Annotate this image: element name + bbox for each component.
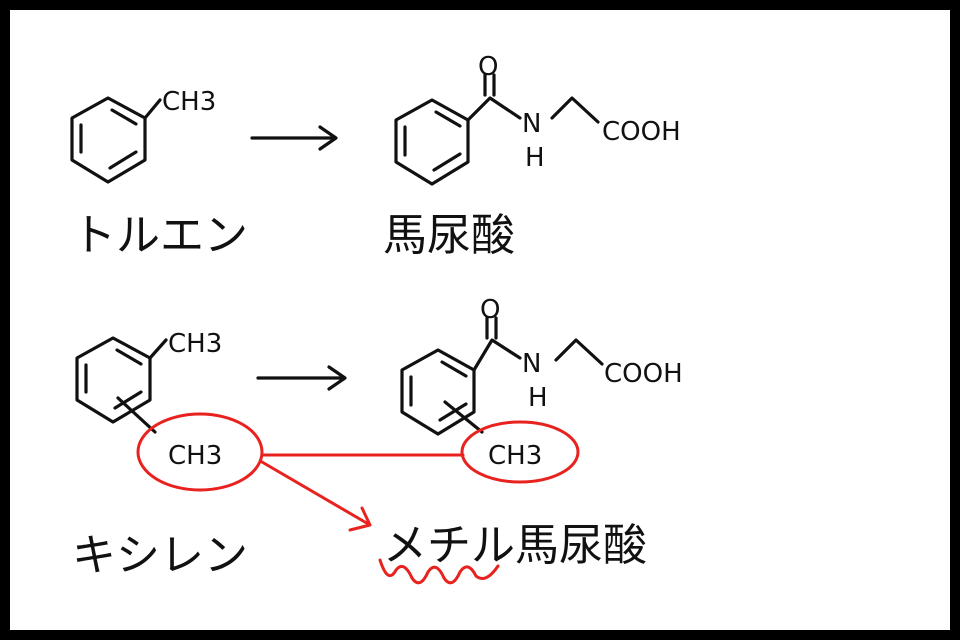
- extra-methyl-label: CH3: [168, 441, 222, 471]
- name-suffix: 馬尿酸: [515, 520, 647, 571]
- nitrogen-label: N: [522, 109, 541, 139]
- ring-double-bonds: [79, 108, 138, 170]
- xylene-structure: CH3 CH3 キシレン: [72, 329, 264, 581]
- highlight-circle: [136, 412, 264, 492]
- amide-bonds: [466, 73, 522, 122]
- variable-methyl-bond: [443, 400, 484, 434]
- cooh-label: COOH: [602, 117, 681, 147]
- paper: [10, 10, 950, 630]
- toluene-structure: CH3 トルエン: [70, 87, 248, 261]
- extra-methyl-label: CH3: [488, 441, 542, 471]
- xylene-name: キシレン: [72, 530, 248, 581]
- toluene-name: トルエン: [72, 210, 248, 261]
- methylhippuric-acid-name: メチル馬尿酸: [383, 520, 647, 571]
- variable-methyl-bond: [116, 396, 157, 434]
- methyl-bond: [148, 338, 168, 360]
- hippuric-acid-name: 馬尿酸: [383, 210, 515, 261]
- methyl-pointer-arrow: [260, 460, 372, 532]
- ring-double-bonds: [409, 360, 468, 422]
- highlight-circle: [460, 420, 580, 484]
- methyl-label: CH3: [168, 329, 222, 359]
- ring-double-bonds: [84, 348, 143, 410]
- methylhippuric-acid-structure: O N H COOH CH3 メチル馬尿酸: [383, 295, 683, 571]
- wavy-underline: [378, 558, 500, 585]
- oxygen-label: O: [478, 52, 498, 82]
- reaction-arrow-1: [250, 125, 338, 151]
- hydrogen-label: H: [528, 383, 548, 413]
- ring-double-bonds: [403, 110, 462, 172]
- cooh-label: COOH: [604, 359, 683, 389]
- ch2-bonds: [550, 96, 600, 124]
- reaction-arrow-2: [256, 365, 347, 391]
- name-prefix: メチル: [383, 520, 515, 571]
- ch2-bonds: [554, 338, 604, 366]
- methyl-bond: [143, 98, 162, 120]
- oxygen-label: O: [480, 295, 500, 325]
- hippuric-acid-structure: O N H COOH 馬尿酸: [383, 52, 681, 261]
- amide-bonds: [472, 316, 522, 372]
- hydrogen-label: H: [525, 143, 545, 173]
- nitrogen-label: N: [522, 349, 541, 379]
- methyl-label: CH3: [162, 87, 216, 117]
